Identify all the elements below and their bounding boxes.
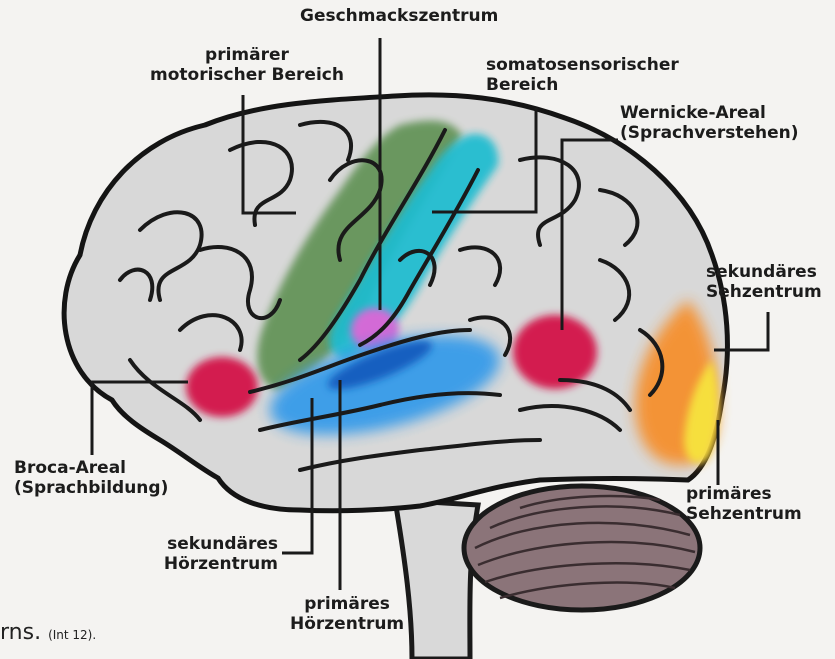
label-text: Bereich [486,75,679,95]
label-text: Broca-Areal [14,458,168,478]
label-text: primäres [686,484,802,504]
label-somatosensory: somatosensorischer Bereich [486,55,679,95]
label-text: Sehzentrum [686,504,802,524]
label-secondary-auditory: sekundäres Hörzentrum [136,534,278,574]
label-text: somatosensorischer [486,55,679,75]
label-text: Hörzentrum [290,614,404,634]
label-text: Geschmackszentrum [300,6,498,26]
label-text: primärer [150,45,344,65]
broca-area [186,357,258,417]
caption-text: rns. [0,620,41,645]
label-text: Wernicke-Areal [620,103,799,123]
label-text: (Sprachbildung) [14,478,168,498]
label-wernicke: Wernicke-Areal (Sprachverstehen) [620,103,799,143]
brainstem [395,500,478,659]
label-secondary-visual: sekundäres Sehzentrum [706,262,822,302]
label-text: Sehzentrum [706,282,822,302]
label-text: primäres [290,594,404,614]
label-broca: Broca-Areal (Sprachbildung) [14,458,168,498]
label-primary-visual: primäres Sehzentrum [686,484,802,524]
wernicke-area [513,315,597,389]
label-text: Hörzentrum [136,554,278,574]
label-text: (Sprachverstehen) [620,123,799,143]
caption-source: (Int 12). [48,628,96,642]
label-primary-auditory: primäres Hörzentrum [290,594,404,634]
label-text: sekundäres [136,534,278,554]
label-motor-area: primärer motorischer Bereich [150,45,344,85]
label-geschmackszentrum: Geschmackszentrum [300,6,498,26]
label-text: motorischer Bereich [150,65,344,85]
label-text: sekundäres [706,262,822,282]
figure-caption: rns. (Int 12). [0,620,96,645]
cerebellum [464,486,700,610]
